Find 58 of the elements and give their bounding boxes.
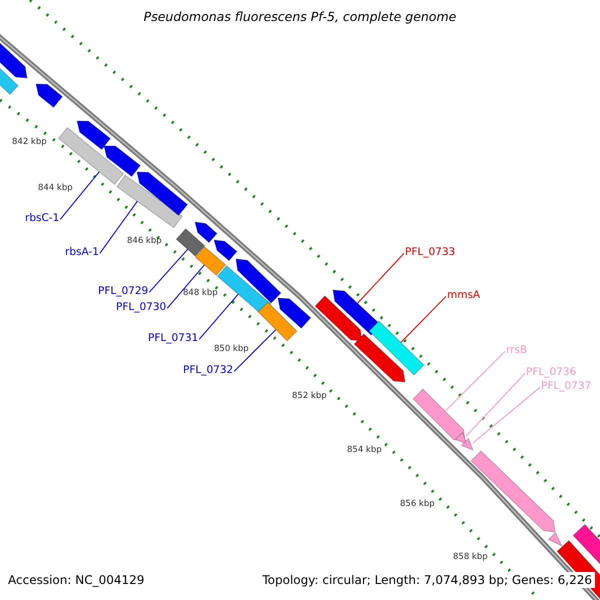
gene-label: PFL_0733 [405, 247, 456, 258]
gene-feature [354, 333, 406, 382]
gene-bar [556, 540, 600, 600]
leader-line [148, 248, 188, 293]
gene-feature [76, 120, 111, 150]
gene-feature [136, 172, 188, 216]
tick-label: 854 kbp [347, 446, 382, 454]
gene-bar [0, 67, 19, 95]
tick-label: 846 kbp [127, 237, 162, 246]
map-title: Pseudomonas fluorescens Pf-5, complete genome [142, 11, 458, 24]
gene-feature [314, 295, 362, 342]
gene-label: mmsA [447, 290, 480, 300]
leader-line [466, 372, 526, 437]
gene-bar [116, 174, 183, 228]
gene-bar [258, 302, 298, 342]
gene-bar [176, 228, 206, 257]
leader-line [60, 171, 100, 220]
footer-text: Topology: circular; Length: 7,074,893 bp; Genes: 6,226 [259, 572, 595, 588]
gene-label: rrsB [506, 345, 528, 356]
gene-label: PFL_0729 [98, 286, 148, 296]
gene-label: rbsA-1 [65, 247, 99, 258]
leader-line [472, 386, 540, 444]
gene-bar [58, 127, 124, 185]
gene-bar [194, 246, 226, 276]
tick-label: 858 kbp [453, 553, 488, 562]
gene-feature [455, 432, 468, 445]
gene-feature [194, 222, 218, 244]
leader-line [166, 264, 205, 309]
leader-line [99, 200, 138, 254]
gene-feature [412, 388, 466, 442]
tick-label: 852 kbp [292, 392, 327, 400]
gene-bar [368, 320, 424, 376]
tick-label: 850 kbp [214, 345, 249, 354]
leader-line [198, 294, 239, 340]
gene-feature [278, 298, 312, 329]
gene-label: PFL_0737 [541, 381, 592, 392]
leader-line [357, 252, 404, 304]
gene-feature [548, 532, 563, 547]
gene-label: PFL_0732 [183, 365, 234, 376]
tick-label: 848 kbp [183, 289, 218, 298]
gene-feature [0, 42, 28, 78]
gene-label: PFL_0736 [526, 367, 576, 378]
gene-label: PFL_0730 [116, 302, 166, 312]
tick-label: 844 kbp [38, 184, 73, 192]
gene-feature [36, 84, 63, 108]
gene-feature [213, 240, 238, 262]
gene-feature [470, 450, 556, 532]
gene-feature [236, 258, 282, 304]
tick-label: 856 kbp [400, 500, 435, 508]
leader-line [234, 329, 276, 372]
leader-line [444, 350, 506, 412]
gene-label: rbsC-1 [25, 213, 60, 224]
leader-line [400, 296, 446, 343]
gene-label: PFL_0731 [148, 333, 198, 344]
gene-feature [461, 438, 474, 451]
tick-label: 842 kbp [12, 138, 47, 146]
gene-feature [103, 146, 141, 178]
gene-feature [572, 524, 600, 566]
